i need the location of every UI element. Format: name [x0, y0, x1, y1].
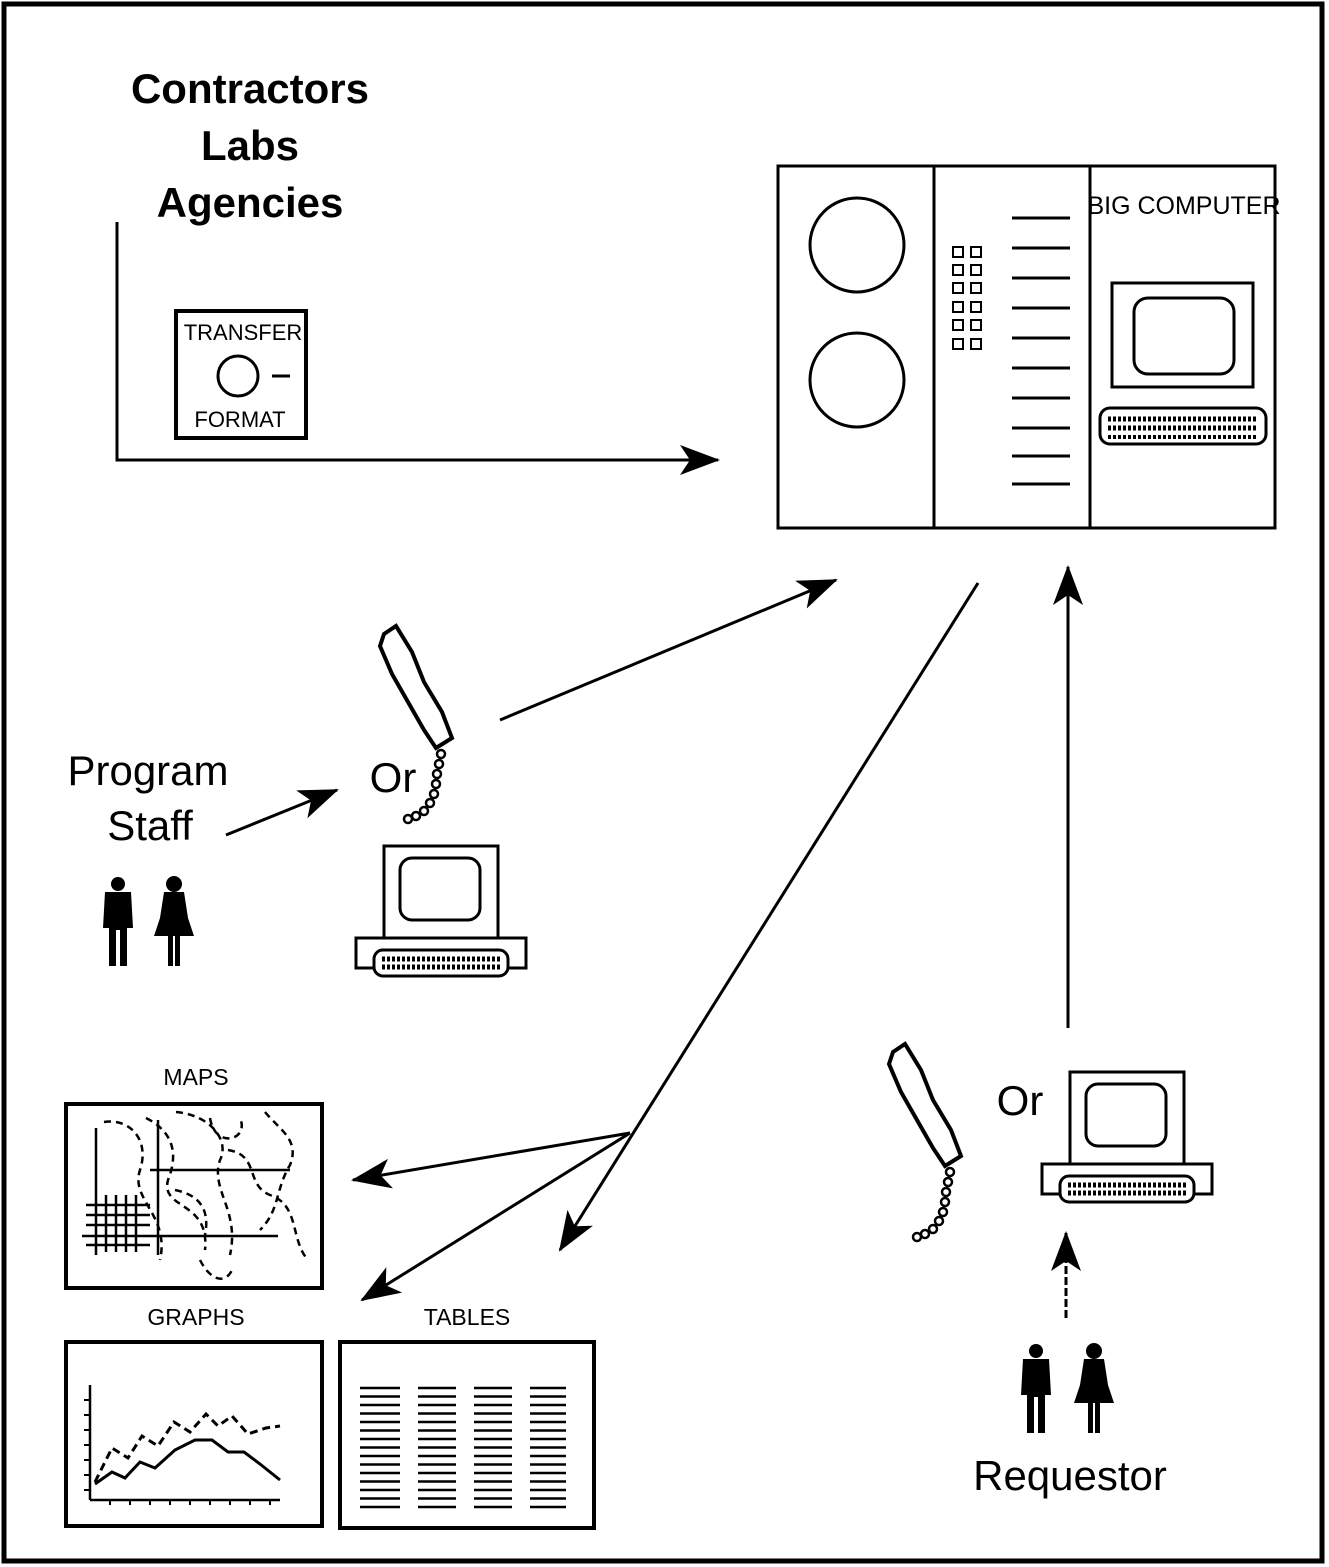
panel-slots-icon: [1012, 216, 1070, 486]
requestor-or-label: Or: [997, 1077, 1044, 1124]
source-to-computer-arrow: [115, 222, 720, 475]
big-computer: BIG COMPUTER: [776, 164, 1281, 530]
requestor-phone-icon: [887, 1042, 963, 1243]
program-staff-people-icon: [103, 876, 194, 966]
program-staff-label-line2: Staff: [107, 802, 193, 849]
console-monitor-icon: [1098, 281, 1268, 446]
maps-label: MAPS: [163, 1064, 228, 1090]
tape-reel-icon: [808, 196, 906, 294]
staff-terminal-icon: [356, 846, 526, 976]
tables-panel: [338, 1340, 596, 1530]
computer-to-outputs-arrow: [558, 582, 980, 1252]
indicator-lights-icon: [952, 246, 982, 350]
staff-to-channel-arrow: [225, 788, 339, 837]
program-staff-label-line1: Program: [67, 747, 228, 794]
big-computer-label: BIG COMPUTER: [1087, 192, 1280, 220]
tables-label: TABLES: [424, 1304, 511, 1330]
transfer-format-box: TRANSFER FORMAT: [174, 309, 308, 440]
source-labs-label: Labs: [201, 122, 299, 169]
graphs-panel: [64, 1340, 324, 1528]
to-graphs-arrow: [360, 1131, 631, 1302]
transfer-label: TRANSFER: [184, 320, 303, 345]
graph-solid-series: [94, 1438, 281, 1486]
source-contractors-label: Contractors: [131, 65, 369, 112]
requestor-label: Requestor: [973, 1452, 1167, 1499]
maps-panel: [64, 1102, 324, 1290]
channel-to-computer-arrow: [499, 578, 838, 722]
transfer-dial-icon: [216, 354, 260, 398]
requestor-people-icon: [1021, 1343, 1114, 1433]
graphs-label: GRAPHS: [147, 1304, 244, 1330]
format-label: FORMAT: [194, 407, 285, 432]
requestor-terminal-icon: [1042, 1072, 1212, 1202]
tape-reel-icon: [808, 331, 906, 429]
staff-or-label: Or: [370, 754, 417, 801]
to-maps-arrow: [351, 1131, 631, 1189]
source-agencies-label: Agencies: [157, 179, 344, 226]
graph-dashed-series: [93, 1411, 281, 1483]
